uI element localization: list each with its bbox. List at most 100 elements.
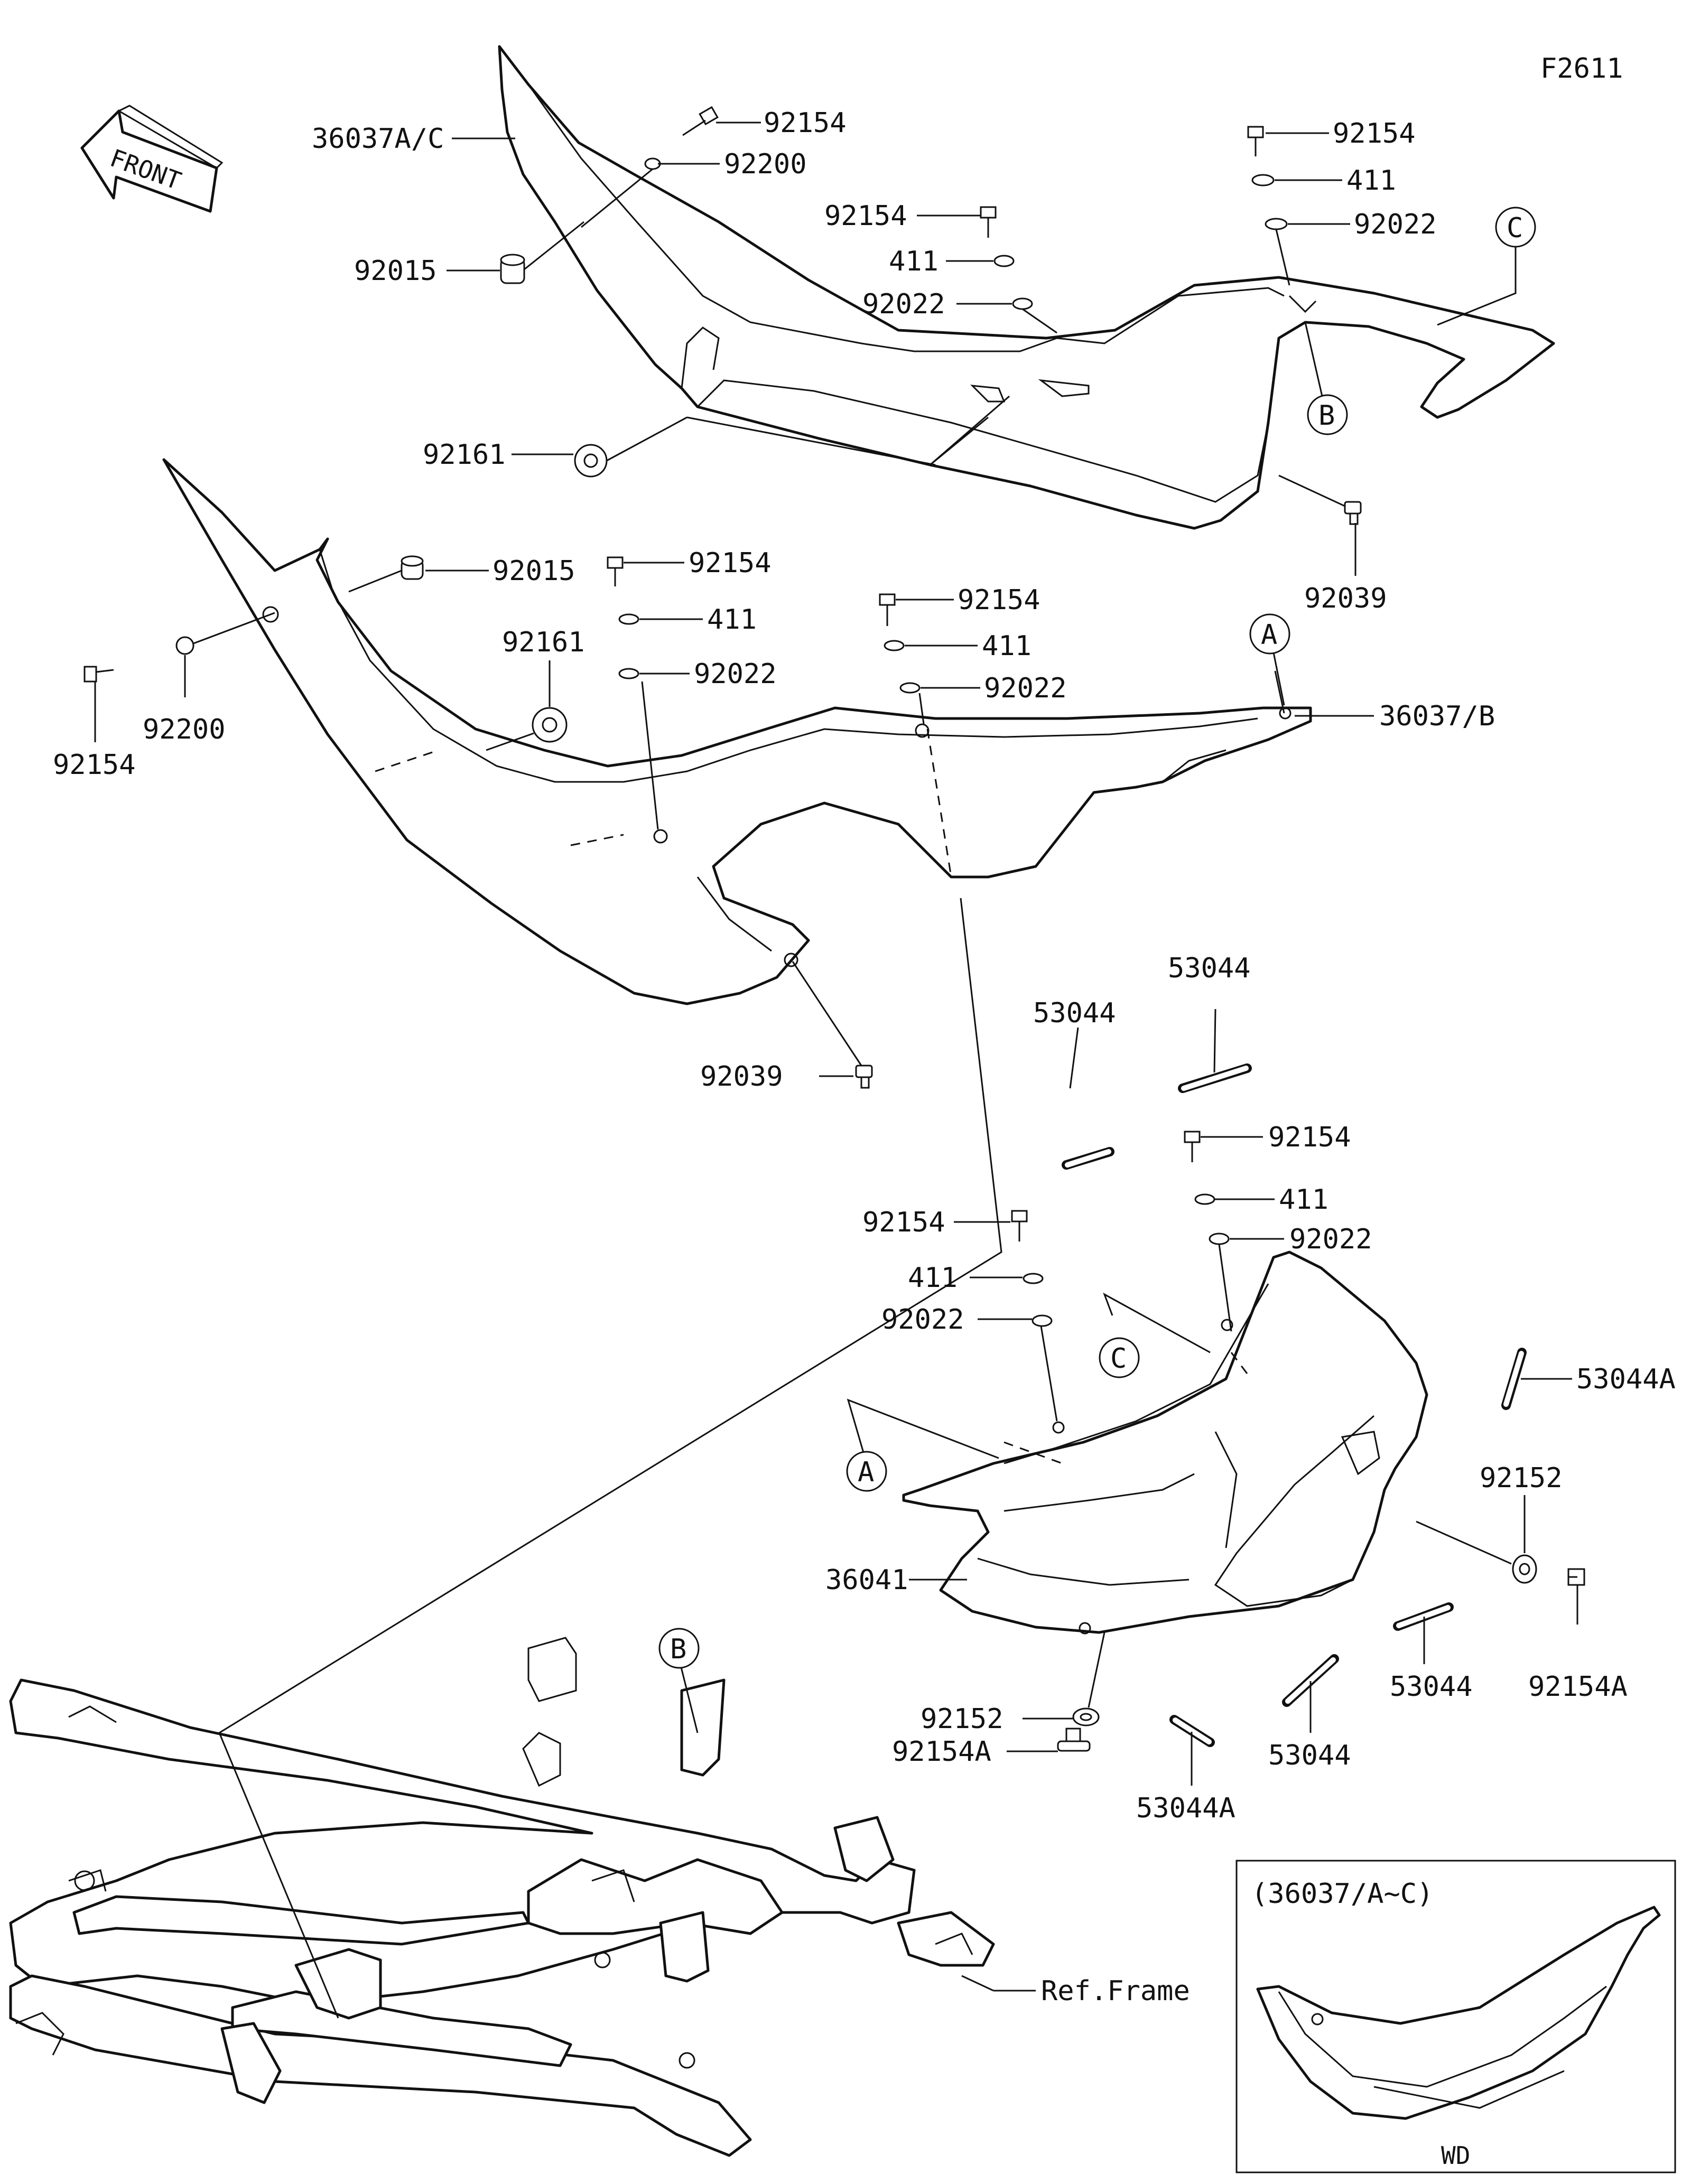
grommet-icon <box>532 707 568 743</box>
callout-411: 411 <box>707 604 757 636</box>
washer-icon <box>1251 174 1275 186</box>
callout-92015: 92015 <box>354 255 437 287</box>
callout-53044a: 53044A <box>1136 1793 1235 1824</box>
callout-92015: 92015 <box>493 555 575 587</box>
washer-icon <box>899 682 921 694</box>
callout-92154: 92154 <box>958 584 1040 616</box>
callout-92022: 92022 <box>694 658 777 690</box>
bolt-icon <box>980 206 997 238</box>
hardware <box>83 106 1585 1752</box>
nut-icon <box>1072 1707 1100 1726</box>
upper-side-cover-36037ac <box>498 45 1555 530</box>
callout-53044: 53044 <box>1390 1671 1473 1703</box>
bolt-icon <box>1567 1568 1585 1586</box>
callout-92022: 92022 <box>862 288 945 320</box>
callout-411: 411 <box>1279 1184 1328 1216</box>
callout-92154: 92154 <box>824 200 907 232</box>
bolt-icon <box>83 666 114 683</box>
washer-icon <box>1012 297 1033 310</box>
bolt-icon <box>1247 126 1264 156</box>
callout-92154a: 92154A <box>892 1736 991 1768</box>
callout-92022: 92022 <box>881 1304 964 1336</box>
svg-text:B: B <box>670 1634 686 1665</box>
ref-marker-c-tail: C <box>1099 1337 1140 1378</box>
collar-icon <box>500 254 525 284</box>
callout-92039: 92039 <box>1304 583 1387 614</box>
callout-53044: 53044 <box>1033 997 1116 1029</box>
nut-icon <box>1512 1554 1537 1584</box>
svg-text:C: C <box>1110 1343 1127 1375</box>
lower-side-cover-36037b <box>162 458 1312 1005</box>
callout-92200: 92200 <box>724 148 807 180</box>
washer-icon <box>1032 1314 1053 1327</box>
callout-92152: 92152 <box>921 1703 1004 1735</box>
washer-icon <box>993 255 1015 267</box>
callout-92152: 92152 <box>1480 1462 1563 1494</box>
washer-icon <box>1265 218 1288 230</box>
callout-92154: 92154 <box>1268 1122 1351 1153</box>
bolt-icon <box>879 593 896 626</box>
callout-53044: 53044 <box>1168 953 1251 984</box>
bolt-icon <box>1184 1131 1201 1162</box>
seal-strip-icon <box>1062 1147 1114 1170</box>
callout-411: 411 <box>889 246 939 277</box>
svg-text:B: B <box>1318 400 1335 432</box>
seal-strip-icon <box>1178 1063 1252 1093</box>
ref-marker-a-mid: A <box>1249 613 1290 655</box>
washer-icon <box>884 640 905 651</box>
callout-36037a-c: 36037A/C <box>312 123 444 155</box>
callout-92022: 92022 <box>1354 209 1437 240</box>
callout-411: 411 <box>982 630 1032 662</box>
rivet-icon <box>855 1065 873 1089</box>
callout-ref-frame: Ref.Frame <box>1041 1975 1190 2007</box>
grommet-icon <box>574 444 608 478</box>
callout-92154a: 92154A <box>1528 1671 1628 1703</box>
leader-lines <box>94 122 1578 1992</box>
washer-icon <box>618 613 639 625</box>
seal-strip-icon <box>1501 1348 1527 1410</box>
callout-53044: 53044 <box>1268 1740 1351 1771</box>
callout-92022: 92022 <box>984 673 1067 704</box>
svg-text:C: C <box>1507 212 1523 244</box>
callout-411: 411 <box>1346 165 1396 197</box>
inset-variant-box: (36037/A~C) WD <box>1235 1860 1676 2173</box>
callout-92200: 92200 <box>143 714 226 745</box>
callout-53044a: 53044A <box>1576 1364 1676 1395</box>
collar-icon <box>401 555 424 580</box>
frame-reference <box>9 1637 995 2157</box>
ref-marker-b-frame: B <box>658 1628 700 1669</box>
washer-icon <box>618 668 639 679</box>
callout-92154: 92154 <box>689 547 772 579</box>
callout-92154: 92154 <box>862 1207 945 1238</box>
callout-92022: 92022 <box>1289 1224 1372 1255</box>
callout-92154: 92154 <box>1333 118 1416 150</box>
bolt-icon <box>1011 1210 1028 1242</box>
callout-labels: 36037A/C 92154 92200 92015 92154 411 920… <box>53 107 1676 2007</box>
callout-92161: 92161 <box>423 439 506 471</box>
seal-strip-icon <box>1169 1715 1215 1747</box>
svg-text:A: A <box>1261 619 1277 651</box>
svg-text:A: A <box>858 1457 874 1488</box>
inset-title: (36037/A~C) <box>1251 1878 1433 1910</box>
callout-36037-b: 36037/B <box>1379 701 1495 732</box>
callout-92154: 92154 <box>53 749 136 781</box>
ref-marker-c-top: C <box>1495 207 1536 248</box>
washer-icon <box>175 636 194 655</box>
bolt-icon <box>607 556 624 586</box>
callout-92161: 92161 <box>502 627 585 658</box>
callout-36041: 36041 <box>825 1564 908 1596</box>
washer-icon <box>1194 1193 1215 1205</box>
ref-marker-a-tail: A <box>846 1451 887 1492</box>
seal-strip-icon <box>1282 1654 1339 1707</box>
bolt-icon <box>682 106 719 136</box>
callout-92039: 92039 <box>700 1061 783 1093</box>
inset-caption: WD <box>1441 2141 1470 2170</box>
washer-icon <box>1023 1273 1044 1284</box>
callout-411: 411 <box>908 1262 958 1294</box>
figure-code: F2611 <box>1540 53 1623 85</box>
washer-icon <box>1209 1233 1230 1245</box>
front-arrow: FRONT <box>80 105 224 213</box>
tail-cover-36041 <box>902 1250 1428 1635</box>
callout-92154: 92154 <box>764 107 847 139</box>
